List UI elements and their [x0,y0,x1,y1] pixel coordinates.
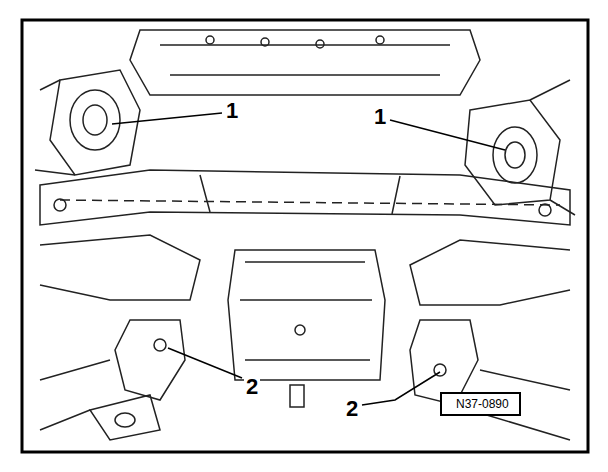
engine-underside [35,30,575,440]
leader-lines [112,113,505,405]
frame-border [22,20,588,452]
leader-line [362,372,440,405]
callout-number: 2 [244,376,260,398]
callout-number: 2 [344,398,360,420]
leader-line [390,120,505,150]
reference-box: N37-0890 [440,392,521,416]
reference-code: N37-0890 [456,397,519,411]
leader-line [112,113,222,124]
callout-number: 1 [224,100,240,122]
leader-line [168,348,242,378]
callout-number: 1 [372,106,388,128]
